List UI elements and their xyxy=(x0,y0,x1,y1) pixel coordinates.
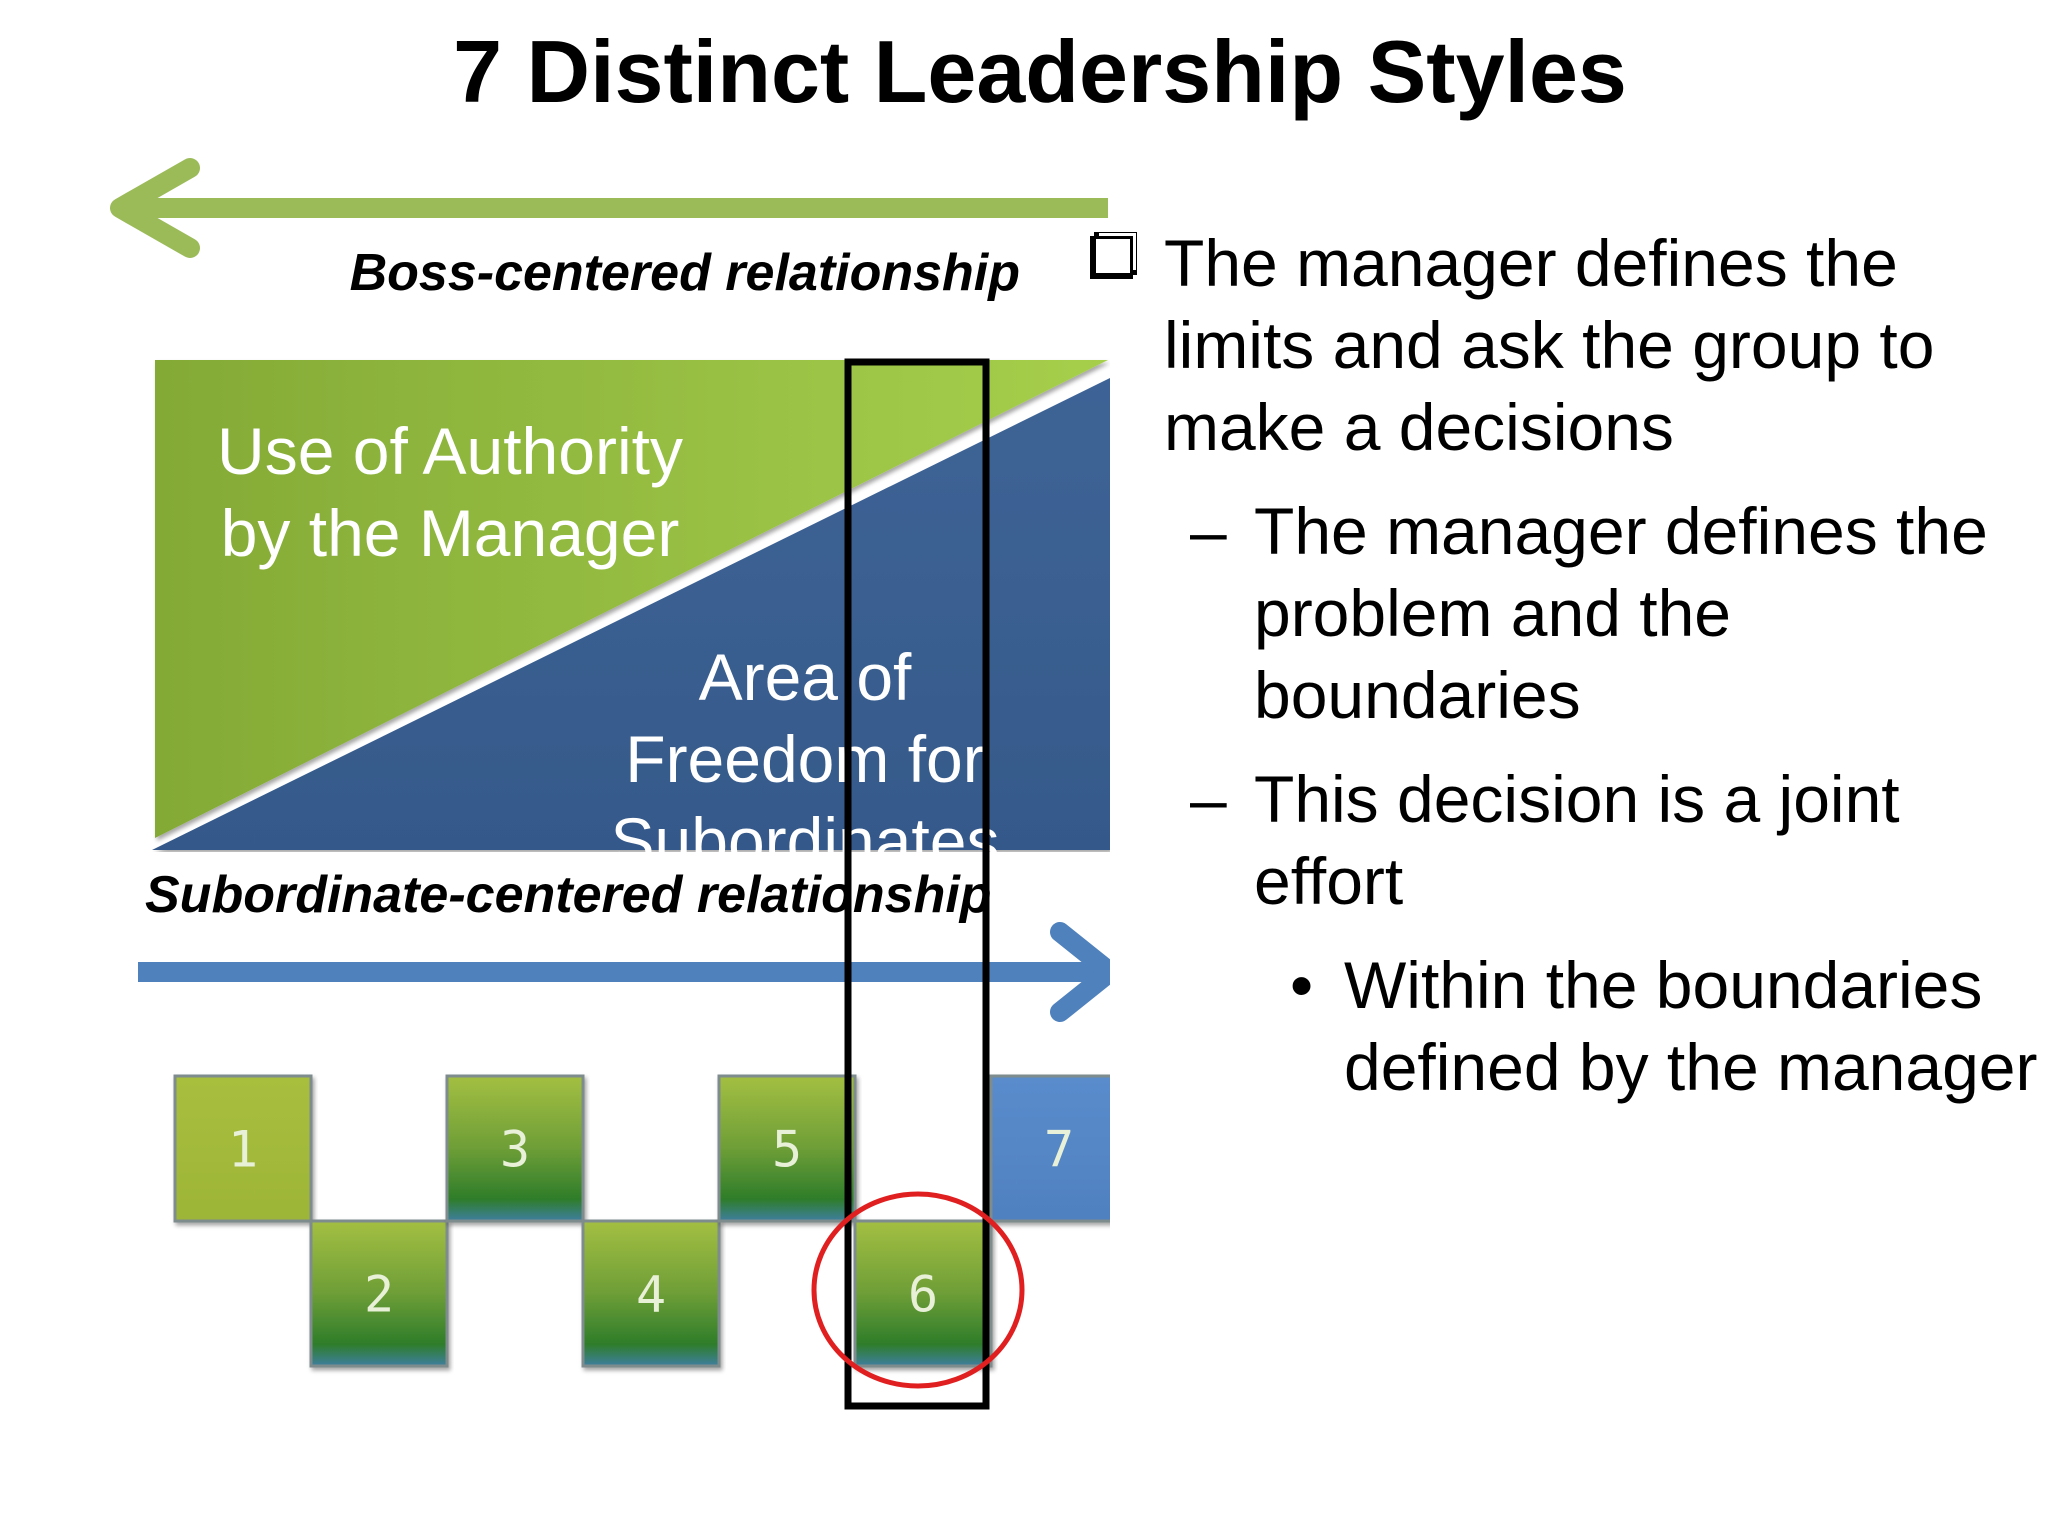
checkbox-bullet-icon xyxy=(1090,236,1133,279)
bullet-main: The manager defines the limits and ask t… xyxy=(1090,222,2040,468)
bullet-sub-2-text: This decision is a joint effort xyxy=(1254,762,1900,918)
highlight-column xyxy=(844,358,990,1410)
freedom-label-line3: Subordinates xyxy=(611,804,1000,878)
bullet-subsub-1-text: Within the boundaries defined by the man… xyxy=(1344,948,2038,1104)
authority-label-line2: by the Manager xyxy=(221,496,680,570)
style-box-label: 7 xyxy=(1044,1121,1074,1179)
subordinate-centered-label: Subordinate-centered relationship xyxy=(145,866,992,924)
style-box-5: 5 xyxy=(717,1074,857,1223)
style-box-label: 1 xyxy=(228,1121,258,1179)
bullet-list: The manager defines the limits and ask t… xyxy=(1090,222,2040,1108)
bullet-sub-1: – The manager defines the problem and th… xyxy=(1090,490,2040,736)
leadership-continuum-diagram: Boss-centered relationship Use of Author… xyxy=(110,158,1110,1410)
style-box-label: 2 xyxy=(364,1266,394,1324)
subordinate-centered-arrow xyxy=(138,922,1110,1022)
authority-area xyxy=(155,360,1108,838)
freedom-label-line2: Freedom for xyxy=(625,722,984,796)
style-box-2: 2 xyxy=(309,1219,449,1368)
style-box-label: 4 xyxy=(636,1266,666,1324)
bullet-main-text: The manager defines the limits and ask t… xyxy=(1164,226,1935,464)
dash-bullet-icon: – xyxy=(1190,762,1227,836)
style-boxes: 1 2 3 4 5 6 7 xyxy=(173,1074,1110,1368)
style-box-label: 3 xyxy=(500,1121,530,1179)
boss-centered-label: Boss-centered relationship xyxy=(350,244,1020,302)
bullet-subsub-1: • Within the boundaries defined by the m… xyxy=(1090,944,2040,1108)
dot-bullet-icon: • xyxy=(1290,948,1314,1022)
bullet-sub-2: – This decision is a joint effort xyxy=(1090,758,2040,922)
dash-bullet-icon: – xyxy=(1190,494,1227,568)
freedom-label-line1: Area of xyxy=(699,640,912,714)
style-box-label: 5 xyxy=(772,1121,802,1179)
style-box-1: 1 xyxy=(173,1074,313,1223)
style-box-7: 7 xyxy=(989,1074,1110,1223)
boss-centered-arrow xyxy=(110,158,1108,258)
authority-label-line1: Use of Authority xyxy=(217,414,683,488)
highlight-circle xyxy=(811,1191,1025,1389)
style-box-3: 3 xyxy=(445,1074,585,1223)
style-box-6: 6 xyxy=(853,1219,993,1368)
bullet-sub-1-text: The manager defines the problem and the … xyxy=(1254,494,1988,732)
slide-title: 7 Distinct Leadership Styles xyxy=(453,22,1627,121)
style-box-4: 4 xyxy=(581,1219,721,1368)
style-box-label: 6 xyxy=(908,1266,938,1324)
freedom-area xyxy=(152,378,1110,850)
